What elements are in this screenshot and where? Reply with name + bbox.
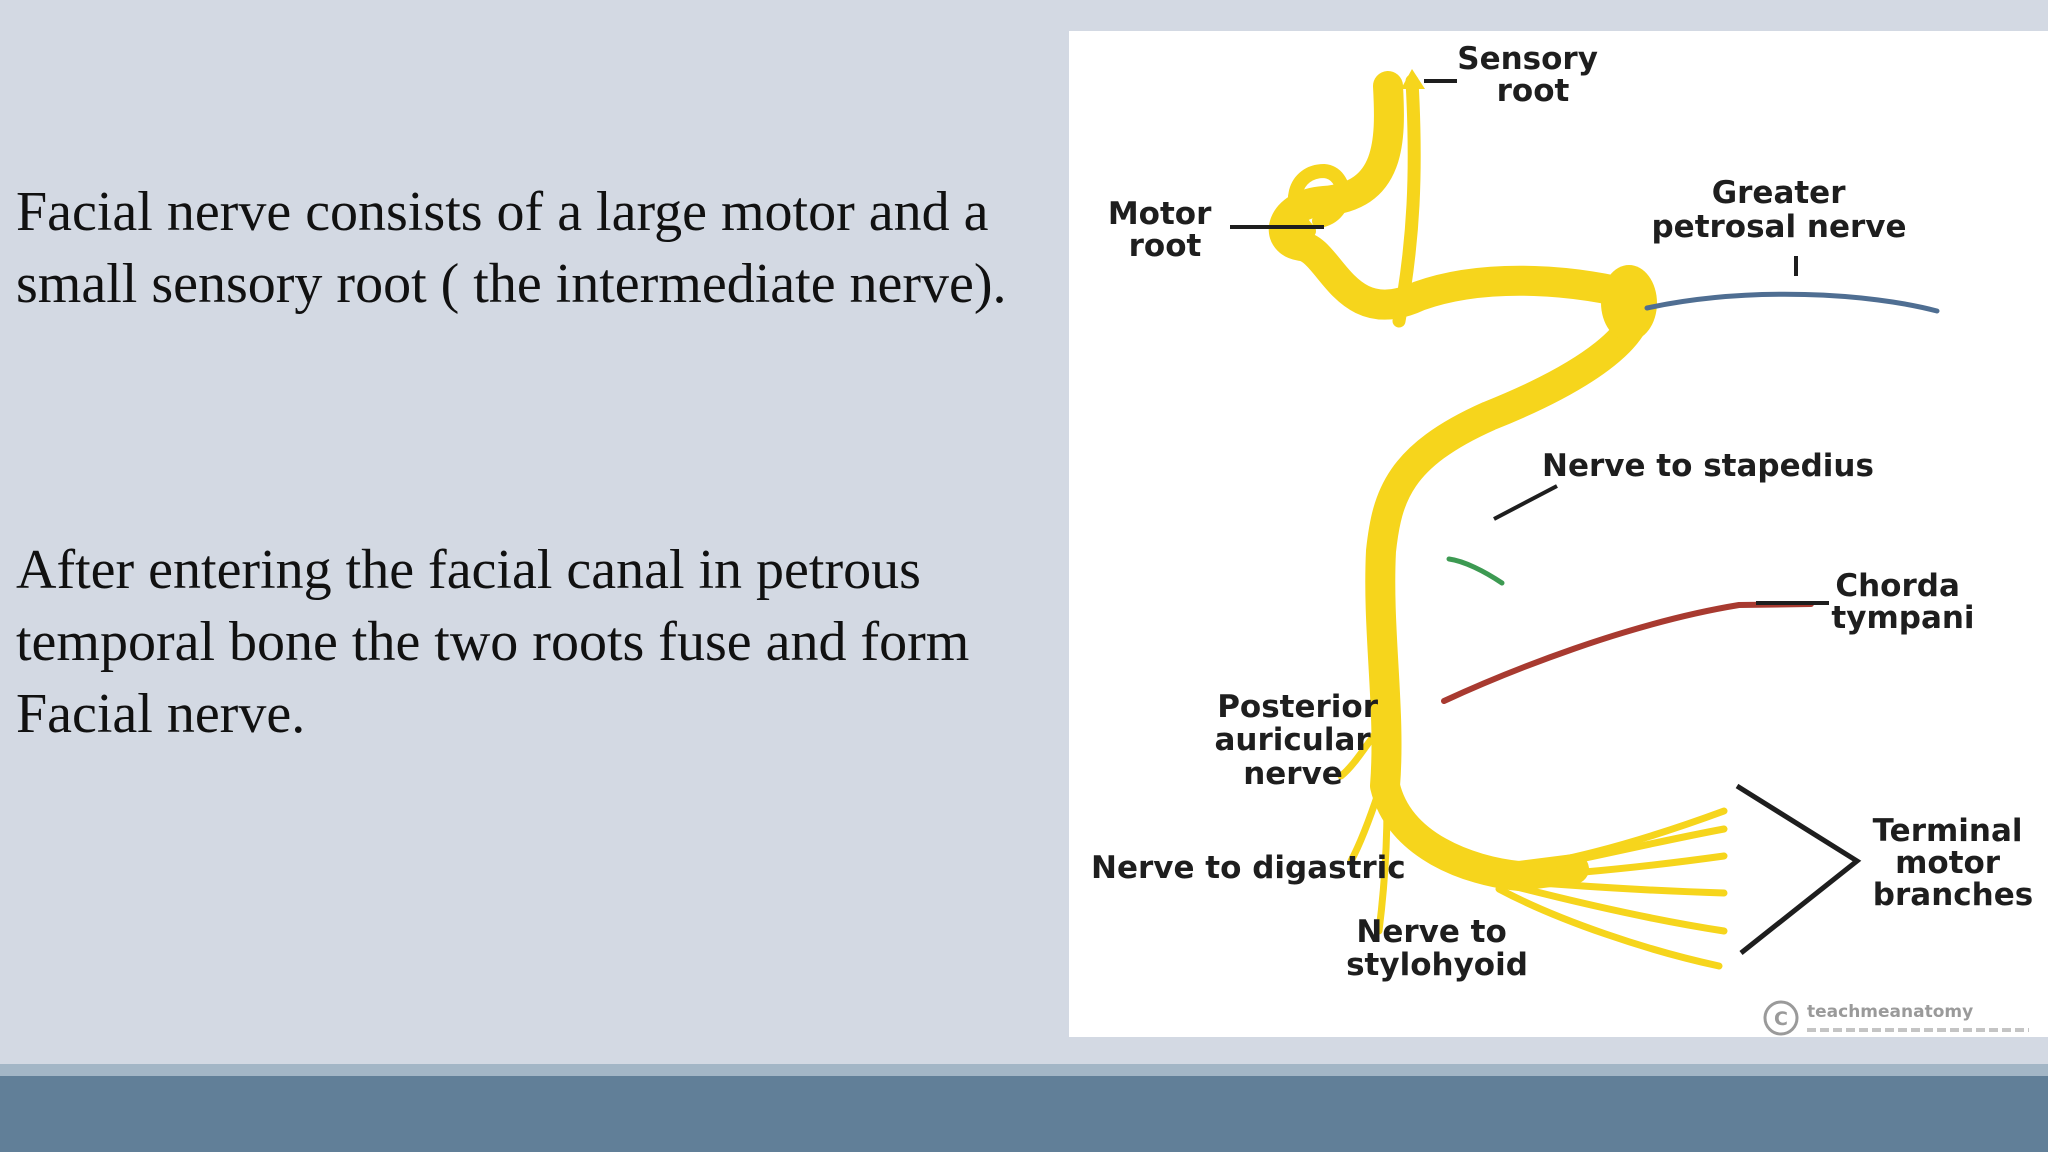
terminal-branch (1505, 825, 1728, 877)
terminal-branch (1495, 807, 1728, 873)
chorda-tympani-label: Chorda tympani (1831, 568, 1974, 636)
nerve-illustration: Sensory root Motor root Greater petrosal… (1091, 41, 2034, 1036)
stapedius-leader (1493, 484, 1558, 521)
motor-root-curl (1287, 163, 1350, 238)
sensory-root-tip (1401, 69, 1425, 89)
copyright-icon-glyph: C (1774, 1008, 1788, 1030)
stapedius-label: Nerve to stapedius (1542, 448, 1874, 484)
terminal-motor-label: Terminal motor branches (1873, 813, 2034, 913)
footer-bar (0, 1076, 2048, 1152)
terminal-branch (1510, 877, 1728, 897)
stapedius-nerve (1446, 556, 1505, 586)
watermark-text: teachmeanatomy (1807, 1002, 1973, 1022)
greater-petrosal-nerve (1644, 291, 1940, 314)
terminal-branch (1495, 885, 1723, 970)
facial-nerve-diagram: Sensory root Motor root Greater petrosal… (1069, 31, 2048, 1037)
sensory-root-label: Sensory root (1457, 41, 1608, 109)
chorda-tympani-nerve (1441, 601, 1814, 704)
digastric-branch (1347, 787, 1383, 865)
posterior-auricular-label: Posterior auricular nerve (1215, 689, 1389, 792)
digastric-label: Nerve to digastric (1091, 850, 1406, 886)
stylohyoid-branch (1375, 802, 1391, 935)
terminal-branch (1505, 881, 1728, 935)
terminal-branches-bracket (1735, 783, 1862, 955)
sensory-root-fiber (1392, 74, 1421, 328)
footer-accent-bar (0, 1064, 2048, 1076)
intro-paragraph: Facial nerve consists of a large motor a… (16, 181, 1007, 315)
stylohyoid-label: Nerve to stylohyoid (1346, 914, 1528, 983)
greater-petrosal-label: Greater petrosal nerve (1651, 175, 1906, 245)
posterior-auricular-branch (1337, 722, 1385, 780)
motor-root-label: Motor root (1108, 196, 1222, 264)
copyright-icon (1763, 1000, 1799, 1036)
geniculate-ganglion (1601, 265, 1657, 341)
terminal-branch (1510, 852, 1728, 881)
fusion-paragraph: After entering the facial canal in petro… (16, 539, 970, 745)
